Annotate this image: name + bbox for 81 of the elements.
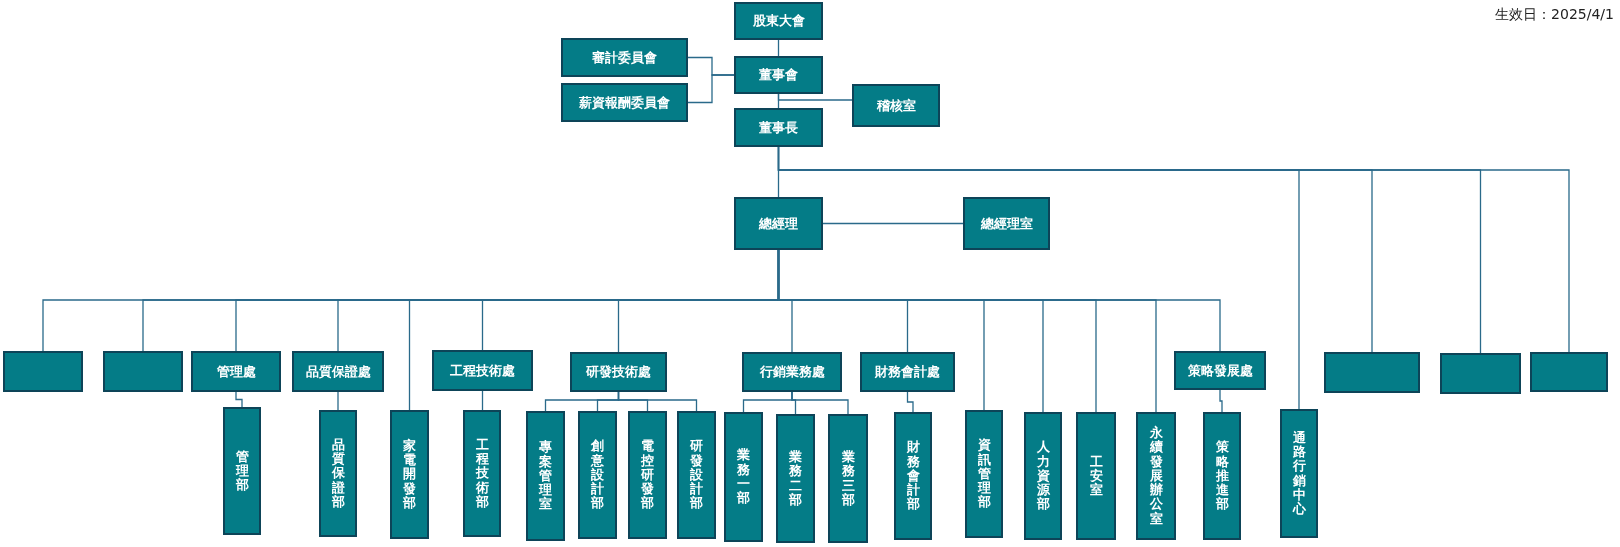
org-unit-box: [1136, 412, 1176, 540]
connector-line: [617, 391, 698, 412]
org-unit-box: [390, 410, 429, 539]
org-unit-box: [1280, 409, 1318, 538]
unit-name: 通路行銷中心: [1292, 430, 1306, 517]
unit-name: 策略發展處: [1187, 361, 1253, 380]
unit-name: 業務一部: [737, 448, 750, 506]
unit-name: 資訊管理部: [977, 438, 991, 510]
unit-name: 業務二部: [789, 449, 802, 508]
empty-box: [1530, 352, 1608, 392]
org-unit-box: [1024, 412, 1062, 540]
connector-line: [235, 391, 243, 408]
org-unit-box: [776, 414, 815, 543]
org-unit-box: [1174, 351, 1266, 390]
unit-name: 業務三部: [841, 449, 855, 508]
org-unit-box: [191, 351, 281, 392]
unit-name: 人力資源部: [1036, 440, 1050, 512]
unit-name: 董事長: [759, 118, 798, 137]
org-unit-box: [561, 38, 688, 77]
connector-line: [687, 74, 735, 104]
unit-name: 總經理: [759, 214, 798, 233]
org-unit-box: [963, 197, 1050, 250]
unit-name: 專案管理室: [539, 440, 552, 512]
unit-name: 管理部: [235, 449, 249, 493]
org-unit-box: [526, 411, 565, 541]
unit-name: 策略推進部: [1215, 440, 1229, 512]
unit-name: 品質保證部: [331, 437, 345, 510]
unit-name: 股東大會: [752, 12, 805, 30]
effective-date: 生效日：2025/4/1: [1495, 6, 1614, 24]
unit-name: 品質保證處: [305, 362, 371, 381]
org-unit-box: [965, 410, 1003, 538]
connector-line: [481, 390, 484, 411]
unit-name: 工程技術處: [450, 361, 515, 380]
empty-box: [3, 351, 83, 392]
unit-name: 董事會: [759, 66, 798, 84]
connector-line: [791, 391, 849, 415]
org-unit-box: [734, 2, 823, 40]
unit-name: 研發設計部: [690, 439, 703, 511]
org-unit-box: [860, 352, 955, 392]
unit-name: 電控研發部: [641, 439, 654, 511]
org-unit-box: [578, 411, 617, 539]
org-unit-box: [1203, 412, 1241, 540]
org-unit-box: [561, 83, 688, 122]
org-unit-box: [734, 108, 823, 147]
org-unit-box: [628, 411, 667, 539]
unit-name: 稽核室: [876, 96, 916, 115]
connector-line: [906, 391, 914, 413]
org-unit-box: [742, 352, 842, 392]
unit-name: 總經理室: [980, 214, 1033, 233]
org-unit-box: [724, 412, 763, 542]
unit-name: 永續發展辦公室: [1149, 425, 1163, 527]
unit-name: 薪資報酬委員會: [579, 93, 670, 112]
unit-name: 審計委員會: [592, 48, 657, 67]
org-unit-box: [1076, 412, 1116, 540]
empty-box: [103, 351, 183, 392]
connector-line: [1219, 389, 1223, 413]
org-unit-box: [734, 56, 823, 94]
org-unit-box: [223, 407, 261, 535]
empty-box: [1324, 352, 1420, 393]
connector-line: [822, 222, 964, 225]
unit-name: 家電開發部: [403, 438, 416, 511]
org-unit-box: [894, 412, 932, 540]
unit-name: 行銷業務處: [759, 363, 825, 381]
unit-name: 創意設計部: [591, 439, 604, 511]
org-unit-box: [463, 410, 501, 537]
org-unit-box: [292, 351, 384, 392]
unit-name: 研發技術處: [586, 363, 651, 381]
unit-name: 工程技術部: [475, 437, 489, 510]
empty-box: [1440, 353, 1521, 394]
unit-name: 財務會計部: [906, 440, 920, 512]
connector-line: [337, 391, 339, 411]
org-unit-box: [677, 411, 716, 539]
org-unit-box: [319, 410, 357, 537]
unit-name: 工安室: [1089, 454, 1103, 498]
org-unit-box: [852, 84, 940, 127]
unit-name: 財務會計處: [875, 363, 940, 381]
org-unit-box: [828, 414, 868, 543]
org-unit-box: [734, 197, 823, 250]
org-unit-box: [570, 352, 667, 392]
org-unit-box: [432, 350, 533, 391]
unit-name: 管理處: [216, 362, 256, 381]
